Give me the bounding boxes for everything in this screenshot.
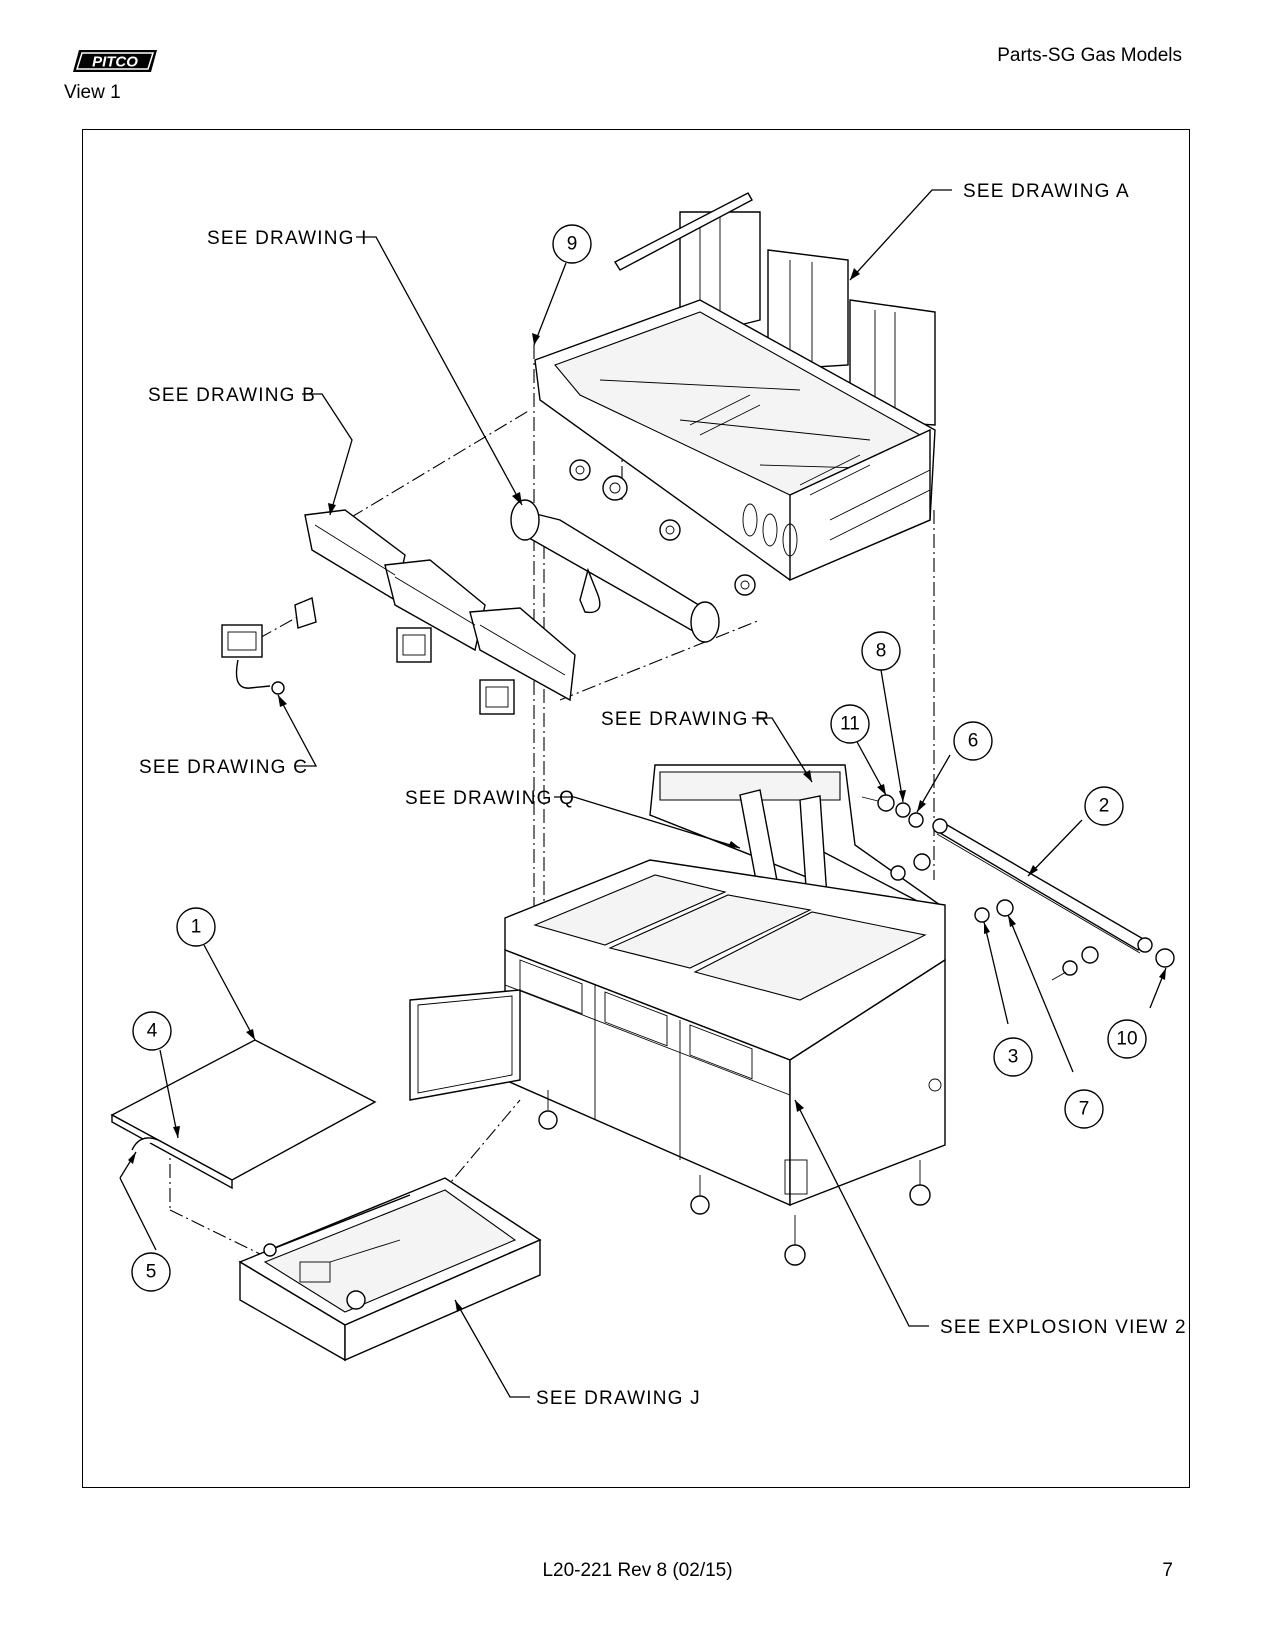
part-balloon-11: 11 <box>830 704 870 744</box>
fryer-cover <box>110 1039 377 1190</box>
part-balloon-3: 3 <box>993 1037 1033 1077</box>
svg-text:8: 8 <box>876 641 887 662</box>
burner-assembly <box>221 509 576 715</box>
svg-text:1: 1 <box>191 917 202 938</box>
svg-text:11: 11 <box>840 714 860 735</box>
fry-pot-assembly <box>510 192 936 643</box>
callout-see-drawing-q: SEE DRAWING Q <box>405 788 575 809</box>
callout-see-drawing-a: SEE DRAWING A <box>963 181 1130 202</box>
svg-text:2: 2 <box>1099 796 1110 817</box>
fryer-cabinet <box>409 764 946 1266</box>
page-header-title: Parts-SG Gas Models <box>997 45 1182 66</box>
page-number: 7 <box>1162 1560 1173 1581</box>
part-balloon-4: 4 <box>132 1011 172 1051</box>
svg-text:10: 10 <box>1116 1029 1137 1050</box>
callout-see-drawing-c: SEE DRAWING C <box>139 757 308 778</box>
callout-see-explosion-view-2: SEE EXPLOSION VIEW 2 <box>940 1317 1187 1338</box>
pitco-logo: PITCO <box>73 50 157 72</box>
svg-text:5: 5 <box>146 1262 157 1283</box>
filter-pan <box>238 1177 542 1362</box>
callout-see-drawing-r: SEE DRAWING R <box>601 709 770 730</box>
callout-see-drawing-b: SEE DRAWING B <box>148 385 316 406</box>
diagram-frame <box>82 129 1190 1488</box>
callout-see-drawing-i: SEE DRAWING I <box>207 228 368 249</box>
svg-text:6: 6 <box>968 731 979 752</box>
svg-text:3: 3 <box>1008 1047 1019 1068</box>
part-balloon-1: 1 <box>176 907 216 947</box>
brand-text: PITCO <box>92 54 138 71</box>
svg-text:4: 4 <box>147 1021 158 1042</box>
document-id: L20-221 Rev 8 (02/15) <box>542 1560 733 1581</box>
callout-see-drawing-j: SEE DRAWING J <box>536 1388 701 1409</box>
pipe-assembly <box>861 794 1175 981</box>
part-balloon-2: 2 <box>1084 786 1124 826</box>
part-balloon-7: 7 <box>1064 1089 1104 1129</box>
part-balloon-8: 8 <box>861 631 901 671</box>
part-balloon-6: 6 <box>953 721 993 761</box>
part-balloon-10: 10 <box>1107 1019 1147 1059</box>
svg-text:9: 9 <box>567 234 578 255</box>
part-balloon-5: 5 <box>131 1252 171 1292</box>
leader-lines <box>119 189 1167 1398</box>
part-balloon-9: 9 <box>552 224 592 264</box>
svg-text:7: 7 <box>1079 1099 1090 1120</box>
view-label: View 1 <box>64 82 121 103</box>
